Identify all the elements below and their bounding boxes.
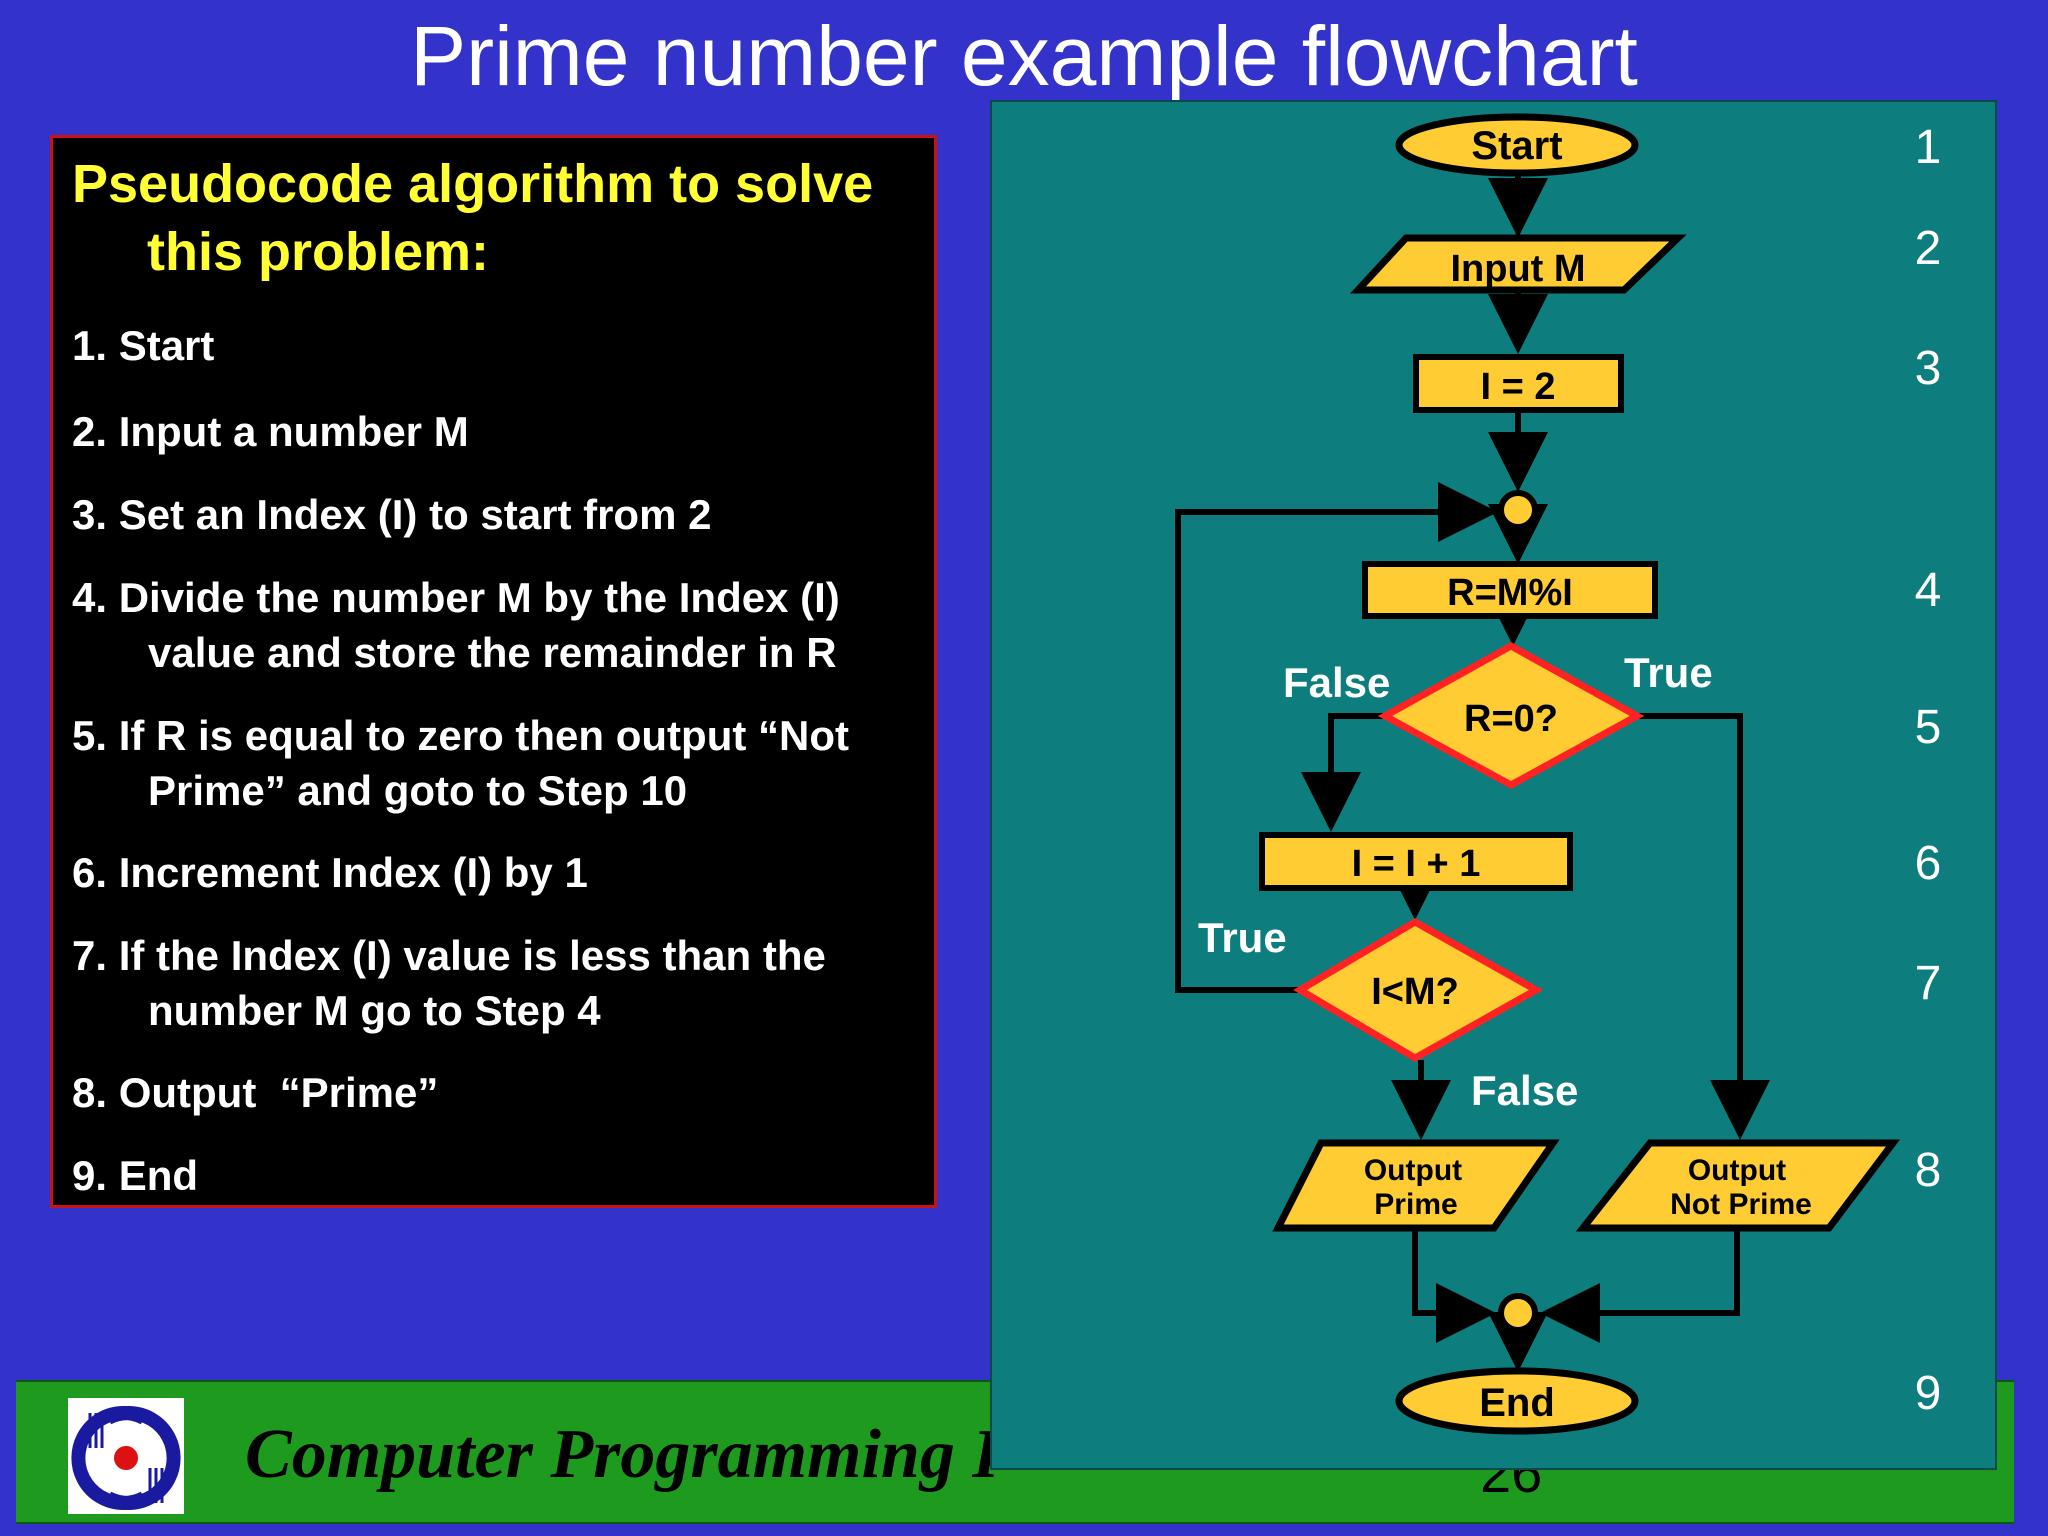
step-line: value and store the remainder in R [148, 629, 837, 676]
step-line: 8. Output “Prime” [72, 1069, 439, 1116]
step-line: 1. Start [72, 322, 215, 369]
loop-junction [1498, 490, 1538, 530]
start-label: Start [1471, 124, 1562, 168]
output-not-prime-parallelogram: Output Not Prime [1575, 1139, 1901, 1232]
input-m-parallelogram: Input M [1350, 234, 1687, 294]
init-index-process: I = 2 [1413, 354, 1624, 413]
step-line: Prime” and goto to Step 10 [148, 767, 688, 814]
end-terminal: End [1395, 1367, 1639, 1435]
step-line: 9. End [72, 1152, 199, 1199]
pseudocode-heading: Pseudocode algorithm to solve this probl… [72, 150, 932, 286]
pseudocode-step-1: 1. Start [72, 318, 214, 373]
pseudocode-step-5: 5. If R is equal to zero then output “No… [72, 708, 849, 818]
decision1-label: R=0? [1464, 698, 1558, 740]
merge-junction [1498, 1293, 1538, 1333]
decision2-label: I<M? [1371, 971, 1459, 1013]
row-number-8: 8 [1915, 1144, 1942, 1197]
footer-course-title: Computer Programming I [245, 1416, 1000, 1493]
arrow-prime-merge [1412, 1228, 1496, 1343]
output-prime-parallelogram: Output Prime [1272, 1139, 1560, 1232]
row-number-5: 5 [1915, 701, 1942, 754]
arrow-notprime-merge [1540, 1228, 1740, 1343]
row-number-3: 3 [1915, 342, 1942, 395]
pseudocode-step-4: 4. Divide the number M by the Index (I) … [72, 570, 840, 680]
step-line: 2. Input a number M [72, 408, 469, 455]
output-notprime-line2: Not Prime [1670, 1188, 1812, 1221]
pseudocode-step-7: 7. If the Index (I) value is less than t… [72, 928, 826, 1038]
pseudocode-panel [50, 135, 937, 1208]
increment-label: I = I + 1 [1352, 843, 1481, 885]
init-label: I = 2 [1481, 366, 1556, 408]
output-notprime-line1: Output [1688, 1154, 1786, 1187]
arrow-decision1-false [1301, 713, 1385, 832]
row-number-1: 1 [1915, 121, 1942, 174]
decision2-false-label: False [1471, 1067, 1578, 1114]
pseudocode-step-3: 3. Set an Index (I) to start from 2 [72, 487, 711, 542]
arrow-decision1-true [1637, 713, 1770, 1140]
end-label: End [1479, 1381, 1555, 1425]
pseudocode-step-9: 9. End [72, 1148, 198, 1203]
step-line: 3. Set an Index (I) to start from 2 [72, 491, 712, 538]
pseudocode-heading-line1: Pseudocode algorithm to solve [72, 154, 874, 214]
remainder-zero-decision: R=0? [1377, 641, 1645, 789]
row-number-6: 6 [1915, 837, 1942, 890]
step-line: number M go to Step 4 [148, 987, 601, 1034]
output-prime-line2: Prime [1374, 1188, 1457, 1221]
compute-remainder-process: R=M%I [1362, 561, 1658, 619]
decision1-false-label: False [1283, 659, 1390, 706]
step-line: 7. If the Index (I) value is less than t… [72, 932, 826, 979]
row-number-2: 2 [1915, 222, 1942, 275]
output-prime-line1: Output [1364, 1154, 1462, 1187]
step-line: 6. Increment Index (I) by 1 [72, 849, 588, 896]
pseudocode-step-2: 2. Input a number M [72, 404, 469, 459]
decision1-true-label: True [1624, 649, 1713, 696]
row-number-4: 4 [1915, 564, 1942, 617]
pseudocode-step-6: 6. Increment Index (I) by 1 [72, 845, 588, 900]
pseudocode-heading-line2: this problem: [147, 222, 490, 282]
compute-label: R=M%I [1447, 572, 1573, 614]
index-less-than-m-decision: I<M? [1293, 917, 1544, 1063]
input-label: Input M [1450, 248, 1585, 290]
step-line: 4. Divide the number M by the Index (I) [72, 574, 840, 621]
arrow-decision2-true-loop [1175, 482, 1498, 993]
row-number-9: 9 [1915, 1367, 1942, 1420]
decision2-true-label: True [1198, 914, 1287, 961]
row-number-7: 7 [1915, 957, 1942, 1010]
increment-index-process: I = I + 1 [1259, 832, 1573, 891]
start-terminal: Start [1395, 113, 1639, 177]
step-line: 5. If R is equal to zero then output “No… [72, 712, 849, 759]
slide-title: Prime number example flowchart [410, 9, 1638, 103]
pseudocode-step-8: 8. Output “Prime” [72, 1065, 438, 1120]
university-logo [68, 1398, 184, 1514]
